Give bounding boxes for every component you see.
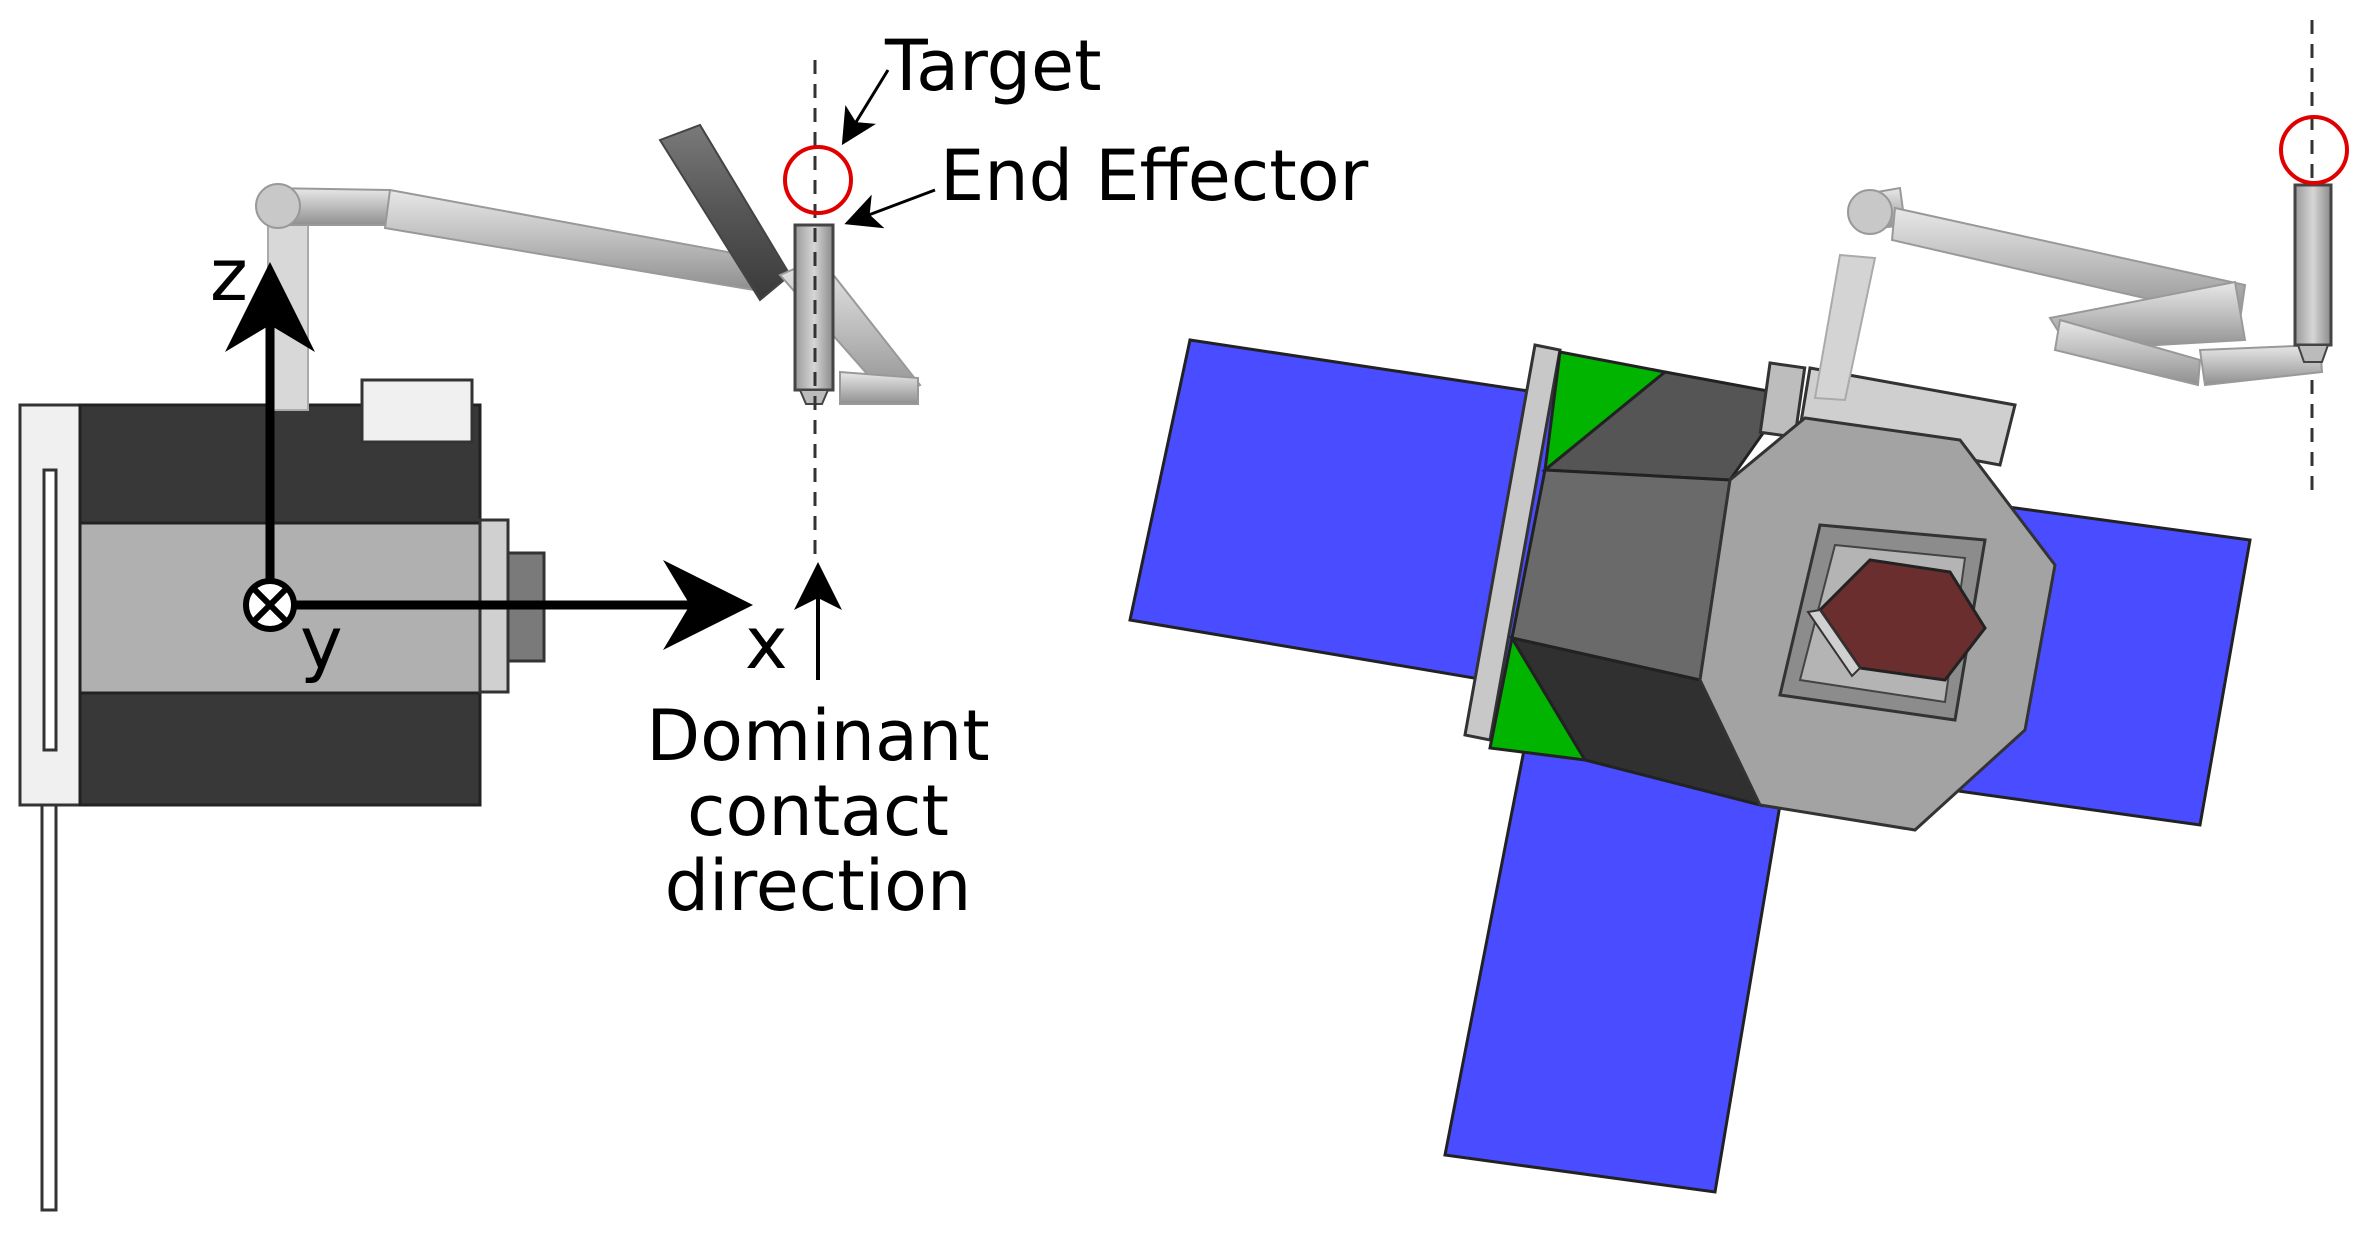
client-satellite-view <box>1128 20 2349 1194</box>
z-axis-label: z <box>210 233 248 317</box>
mounting-slot <box>42 468 58 752</box>
y-axis-label: y <box>300 601 343 685</box>
end-effector-arrow <box>844 188 936 229</box>
end-effector-right <box>2293 183 2333 347</box>
side-view: Target End Effector z y x Dominant conta… <box>18 25 1369 1212</box>
robot-arm-top <box>1847 186 2324 387</box>
target-circle <box>783 145 853 215</box>
support-post <box>40 798 58 1212</box>
target-circle-right <box>2279 115 2349 185</box>
hub-bracket-left <box>1758 361 1807 439</box>
end-effector-label: End Effector <box>940 135 1369 217</box>
hub-back-plate <box>1463 343 1562 742</box>
target-label: Target <box>884 25 1102 107</box>
end-effector-right-tip <box>2296 344 2330 363</box>
arm-mast-right <box>1813 253 1877 402</box>
top-box <box>360 378 474 444</box>
x-axis-label: x <box>745 601 788 685</box>
body-bottom-section <box>78 691 482 807</box>
target-arrow <box>841 69 890 146</box>
contact-label-line2: contact <box>687 770 949 852</box>
contact-label-line3: direction <box>665 845 972 927</box>
contact-label-line1: Dominant <box>646 695 989 777</box>
solar-panel-bottom <box>1443 743 1787 1194</box>
robot-arm-side <box>255 123 922 405</box>
